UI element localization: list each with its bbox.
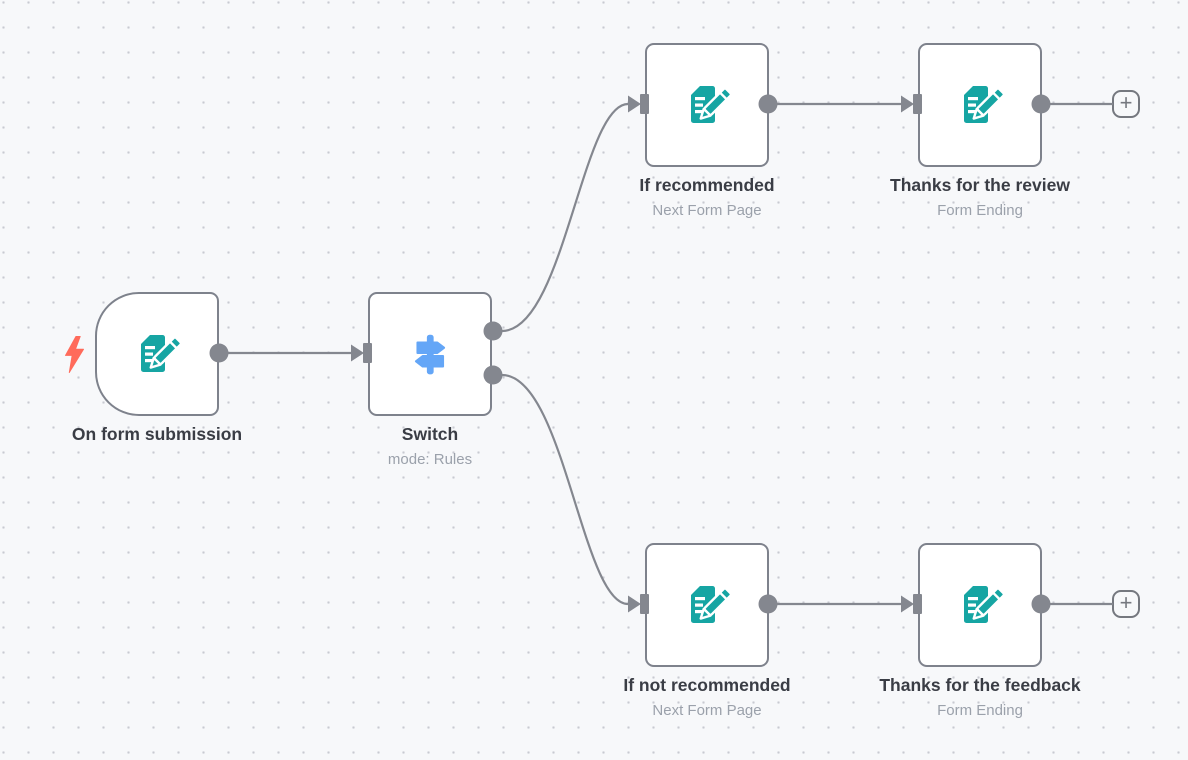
form-icon	[141, 335, 181, 372]
node-thanks-for-the-feedback[interactable]: Thanks for the feedback Form Ending	[879, 543, 1081, 719]
node-subtitle: Form Ending	[937, 201, 1023, 219]
node-title: Thanks for the review	[890, 175, 1070, 195]
connection-switch-to-if-not-recommended[interactable]	[501, 373, 629, 606]
node-label-if-recommended: If recommended Next Form Page	[537, 175, 877, 220]
node-switch[interactable]: Switch mode: Rules	[368, 292, 492, 468]
form-icon	[964, 586, 1004, 623]
node-title: Switch	[401, 424, 459, 444]
node-thanks-for-the-review[interactable]: Thanks for the review Form Ending	[890, 43, 1070, 219]
node-subtitle: Form Ending	[937, 701, 1023, 719]
node-subtitle: Next Form Page	[652, 701, 762, 719]
switch-icon	[414, 334, 446, 375]
node-title: On form submission	[71, 424, 243, 444]
form-icon	[691, 586, 731, 623]
node-title: If recommended	[639, 175, 775, 195]
node-label-on-form-submission: On form submission	[0, 424, 327, 446]
node-title: Thanks for the feedback	[879, 675, 1081, 695]
node-label-switch: Switch mode: Rules	[260, 424, 600, 469]
node-if-not-recommended[interactable]: If not recommended Next Form Page	[623, 543, 791, 719]
node-label-thanks-for-the-feedback: Thanks for the feedback Form Ending	[810, 675, 1150, 720]
connection-switch-to-if-recommended[interactable]	[501, 102, 629, 333]
form-icon	[964, 86, 1004, 123]
plus-icon: +	[1119, 90, 1133, 115]
add-node-button[interactable]: +	[1112, 590, 1140, 618]
node-subtitle: mode: Rules	[387, 450, 473, 468]
node-on-form-submission[interactable]: On form submission	[72, 292, 242, 444]
node-title: If not recommended	[623, 675, 791, 695]
node-label-thanks-for-the-review: Thanks for the review Form Ending	[810, 175, 1150, 220]
plus-icon: +	[1119, 590, 1133, 615]
node-if-recommended[interactable]: If recommended Next Form Page	[639, 43, 775, 219]
node-label-if-not-recommended: If not recommended Next Form Page	[537, 675, 877, 720]
add-node-button[interactable]: +	[1112, 90, 1140, 118]
trigger-bolt-icon	[65, 336, 84, 373]
node-subtitle: Next Form Page	[652, 201, 762, 219]
form-icon	[691, 86, 731, 123]
